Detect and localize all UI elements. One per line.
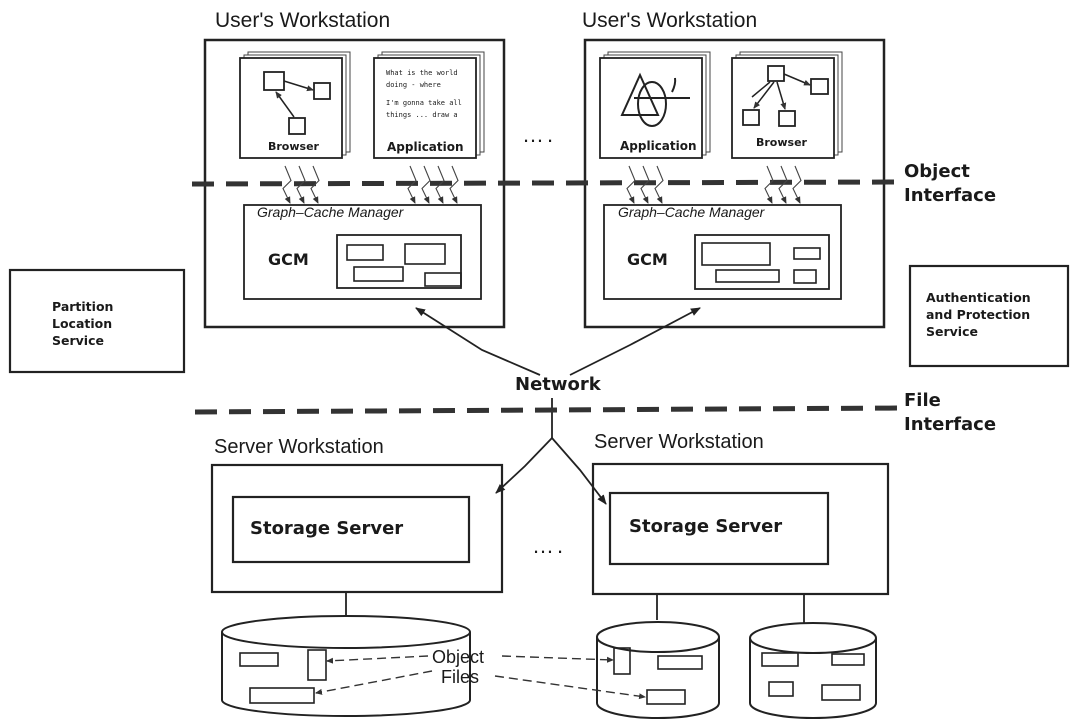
object-interface-line — [191, 179, 903, 187]
link-arrow — [449, 165, 459, 204]
object-files-leaders — [315, 655, 646, 700]
graph-cache-manager-label-1: Graph–Cache Manager — [257, 204, 404, 220]
file-interface-line — [194, 405, 903, 415]
link-arrow — [282, 165, 292, 204]
gcm-label-1: GCM — [268, 250, 309, 269]
link-arrow — [407, 165, 417, 204]
network-connections — [415, 307, 701, 505]
gcm-block — [701, 242, 771, 266]
authentication-line-2: and Protection — [926, 307, 1031, 322]
node-box — [778, 110, 796, 127]
gcm-label-2: GCM — [627, 250, 668, 269]
gcm-block — [404, 243, 446, 265]
disk-2 — [596, 621, 720, 719]
link-arrow — [626, 165, 636, 204]
partition-location-service-box — [8, 268, 186, 374]
storage-server-1-box — [231, 495, 471, 564]
gcm-block — [353, 266, 404, 282]
node-box — [810, 78, 829, 95]
link-arrow — [421, 165, 431, 204]
disk-3 — [749, 622, 877, 719]
app-text-line-2: doing - where — [386, 81, 441, 89]
link-arrow — [792, 165, 802, 204]
app-text-line-1: What is the world — [386, 69, 458, 77]
browser-window-1 — [239, 51, 351, 159]
node-box — [288, 117, 306, 135]
partition-line-1: Partition — [52, 299, 114, 314]
user-workstation-1-title: User's Workstation — [215, 9, 391, 32]
link-arrow — [764, 165, 774, 204]
node-box — [767, 65, 785, 82]
authentication-line-3: Service — [926, 324, 978, 339]
authentication-line-1: Authentication — [926, 290, 1031, 305]
gcm-inner-1 — [336, 234, 462, 289]
gcm-block — [793, 247, 821, 260]
application-window-1 — [373, 51, 485, 159]
application-label-1: Application — [387, 140, 464, 154]
storage-server-1-label: Storage Server — [250, 518, 404, 539]
browser-label-1: Browser — [268, 140, 319, 153]
storage-server-2-box — [608, 491, 830, 566]
application-label-2: Application — [620, 139, 697, 153]
bottom-ellipsis: …. — [532, 533, 567, 558]
link-arrow — [640, 165, 650, 204]
gcm-box-2 — [603, 204, 842, 300]
server-workstation-2-box — [591, 462, 890, 596]
shapes-drawing-icon — [620, 72, 690, 127]
node-box — [742, 109, 760, 126]
graph-cache-manager-label-2: Graph–Cache Manager — [618, 204, 765, 220]
server-workstation-1-title: Server Workstation — [214, 436, 384, 458]
storage-server-2-label: Storage Server — [629, 516, 783, 537]
gcm-block — [793, 269, 817, 284]
partition-line-2: Location — [52, 316, 113, 331]
network-label: Network — [515, 374, 601, 395]
server-workstation-1-box — [210, 463, 504, 594]
link-arrow — [296, 165, 306, 204]
application-window-2 — [599, 51, 711, 159]
app-text-line-3: I'm gonna take all — [386, 99, 462, 107]
file-interface-label-2: Interface — [904, 414, 997, 435]
browser-window-2 — [731, 51, 843, 159]
gcm-block — [424, 272, 462, 287]
user-workstation-2-title: User's Workstation — [582, 9, 758, 32]
top-ellipsis: …. — [522, 122, 557, 147]
authentication-service-box — [908, 264, 1070, 368]
gcm-block — [715, 269, 780, 283]
gcm-inner-2 — [694, 234, 830, 290]
gcm-block — [346, 244, 384, 261]
disk-1 — [221, 615, 471, 717]
browser-label-2: Browser — [756, 136, 807, 149]
link-arrow — [778, 165, 788, 204]
object-interface-label-2: Interface — [904, 185, 997, 206]
server-workstation-2-title: Server Workstation — [594, 431, 764, 453]
object-files-label-1: Object — [432, 647, 485, 667]
link-arrow — [310, 165, 320, 204]
object-interface-label-1: Object — [904, 161, 970, 182]
file-interface-label-1: File — [904, 390, 941, 411]
node-box — [263, 71, 285, 91]
partition-line-3: Service — [52, 333, 104, 348]
app-text-line-4: things ... draw a — [386, 111, 458, 119]
node-box — [313, 82, 331, 100]
gcm-box-1 — [243, 204, 482, 300]
link-arrow — [654, 165, 664, 204]
object-files-label-2: Files — [441, 667, 480, 687]
link-arrow — [435, 165, 445, 204]
